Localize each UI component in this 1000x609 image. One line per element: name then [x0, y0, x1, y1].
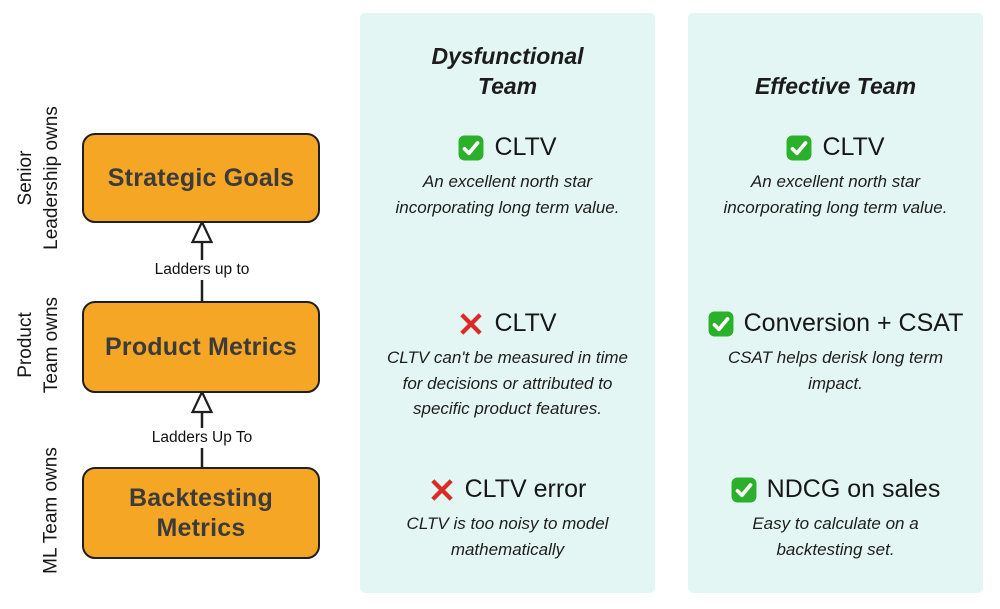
check-icon [708, 311, 734, 336]
metric-item: CLTV error CLTV is too noisy to model ma… [360, 475, 655, 562]
arrow-label-ladders-up-to-2: Ladders Up To [145, 428, 259, 448]
metric-item: CLTV An excellent north star incorporati… [360, 133, 655, 220]
metric-title-row: CLTV [360, 309, 655, 338]
metric-description: Easy to calculate on a backtesting set. [752, 514, 919, 559]
metric-description: CSAT helps derisk long term impact. [727, 348, 944, 393]
arrow-label-ladders-up-to-1: Ladders up to [148, 260, 256, 280]
panel-title: Effective Team [688, 41, 983, 101]
arrow-head-up-icon [190, 219, 214, 244]
panel-title-text: Effective Team [754, 73, 917, 99]
panel-dysfunctional-team: Dysfunctional Team CLTV An excellent nor… [360, 13, 655, 593]
panel-effective-team: Effective Team CLTV An excellent north s… [688, 13, 983, 593]
metric-name: Conversion + CSAT [743, 309, 964, 337]
panel-title: Dysfunctional Team [360, 41, 655, 101]
metric-name: CLTV [494, 309, 557, 337]
node-backtesting-metrics: Backtesting Metrics [82, 467, 320, 559]
metric-name: CLTV [494, 133, 557, 161]
arrow-head-up-icon [190, 389, 214, 414]
node-product-metrics: Product Metrics [82, 301, 320, 393]
check-icon [787, 135, 812, 160]
metric-description: An excellent north star incorporating lo… [395, 172, 620, 217]
metric-title-row: CLTV [688, 133, 983, 162]
metric-name: CLTV [822, 133, 885, 161]
cross-icon [430, 478, 453, 501]
metric-item: NDCG on sales Easy to calculate on a bac… [688, 475, 983, 562]
metric-item: CLTV An excellent north star incorporati… [688, 133, 983, 220]
metric-description: An excellent north star incorporating lo… [723, 172, 948, 217]
metric-title-row: CLTV [360, 133, 655, 162]
panel-title-text: Dysfunctional Team [431, 43, 584, 99]
metric-item: CLTV CLTV can't be measured in time for … [360, 309, 655, 422]
check-icon [459, 135, 484, 160]
node-strategic-goals: Strategic Goals [82, 133, 320, 223]
metric-item: Conversion + CSAT CSAT helps derisk long… [688, 309, 983, 396]
check-icon [731, 477, 757, 502]
metric-title-row: NDCG on sales [688, 475, 983, 504]
metric-name: CLTV error [464, 475, 587, 503]
metric-description: CLTV is too noisy to model mathematicall… [406, 514, 609, 559]
metric-description: CLTV can't be measured in time for decis… [386, 348, 629, 418]
metric-name: NDCG on sales [766, 475, 941, 503]
metric-title-row: CLTV error [360, 475, 655, 504]
cross-icon [460, 312, 483, 335]
metric-title-row: Conversion + CSAT [688, 309, 983, 338]
